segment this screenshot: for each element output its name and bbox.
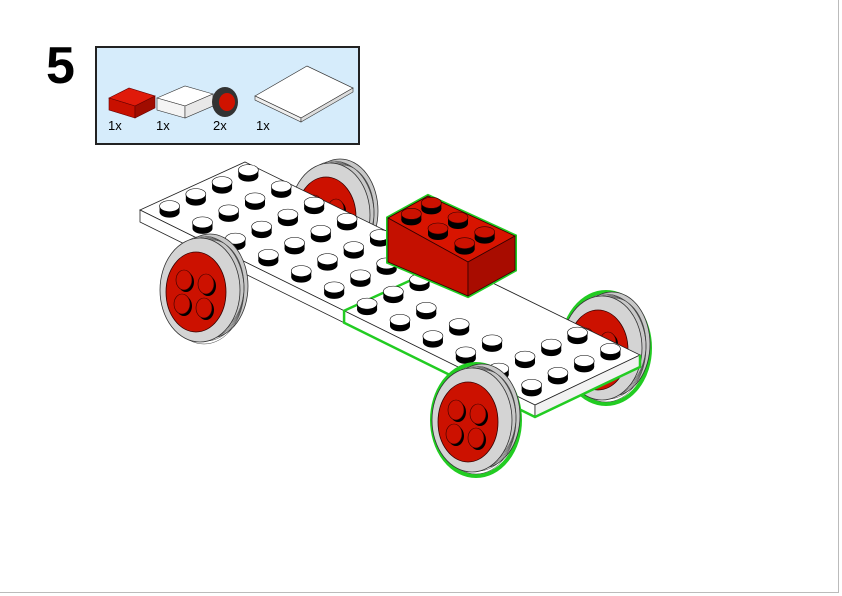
- stud: [547, 367, 569, 385]
- stud: [350, 269, 371, 287]
- stud: [343, 241, 365, 259]
- step-number: 5: [46, 37, 75, 95]
- parts-icons: [108, 65, 354, 123]
- red-brick: [386, 193, 517, 299]
- stud: [277, 208, 299, 227]
- stud: [521, 379, 542, 397]
- stud: [474, 226, 495, 244]
- part-quantity: 1x: [108, 118, 122, 133]
- stud: [422, 330, 444, 348]
- parts-callout: 1x 1x 2x 1x: [95, 46, 360, 145]
- wheel-icon: [212, 87, 238, 117]
- stud: [185, 188, 207, 206]
- stud: [303, 196, 325, 215]
- white-technic-brick-icon: [156, 85, 214, 119]
- stud: [258, 249, 279, 267]
- stud: [573, 355, 595, 373]
- red-2x3-brick-icon: [108, 87, 156, 119]
- stud: [238, 164, 259, 182]
- stud: [290, 265, 312, 283]
- stud: [455, 346, 477, 364]
- stud: [218, 204, 240, 222]
- stud: [415, 302, 437, 320]
- stud: [389, 314, 411, 332]
- stud: [192, 216, 213, 234]
- wheel: [159, 233, 249, 345]
- stud: [369, 229, 391, 247]
- stud: [514, 350, 536, 369]
- stud: [383, 285, 404, 304]
- page-border-right: [838, 0, 839, 593]
- stud: [448, 318, 470, 336]
- stud: [270, 180, 292, 198]
- stud: [251, 220, 272, 239]
- stud: [567, 326, 588, 345]
- part-quantity: 2x: [213, 118, 227, 133]
- stud: [336, 213, 358, 231]
- stud: [284, 237, 305, 255]
- part-quantity: 1x: [156, 118, 170, 133]
- stud: [421, 197, 442, 215]
- stud: [600, 343, 621, 361]
- stud: [356, 297, 378, 316]
- stud: [244, 192, 266, 210]
- stud: [454, 237, 475, 255]
- stud: [159, 200, 180, 218]
- stud: [481, 334, 503, 352]
- part-quantity: 1x: [256, 118, 270, 133]
- stud: [427, 222, 449, 240]
- white-4x8-plate-icon: [254, 65, 354, 123]
- stud: [447, 211, 469, 229]
- stud: [211, 176, 233, 194]
- page-border-bottom: [0, 592, 839, 593]
- stud: [540, 338, 562, 357]
- stud: [401, 208, 422, 226]
- stud: [323, 281, 345, 299]
- wheel: [430, 362, 522, 478]
- stud: [317, 253, 338, 271]
- stud: [310, 225, 332, 243]
